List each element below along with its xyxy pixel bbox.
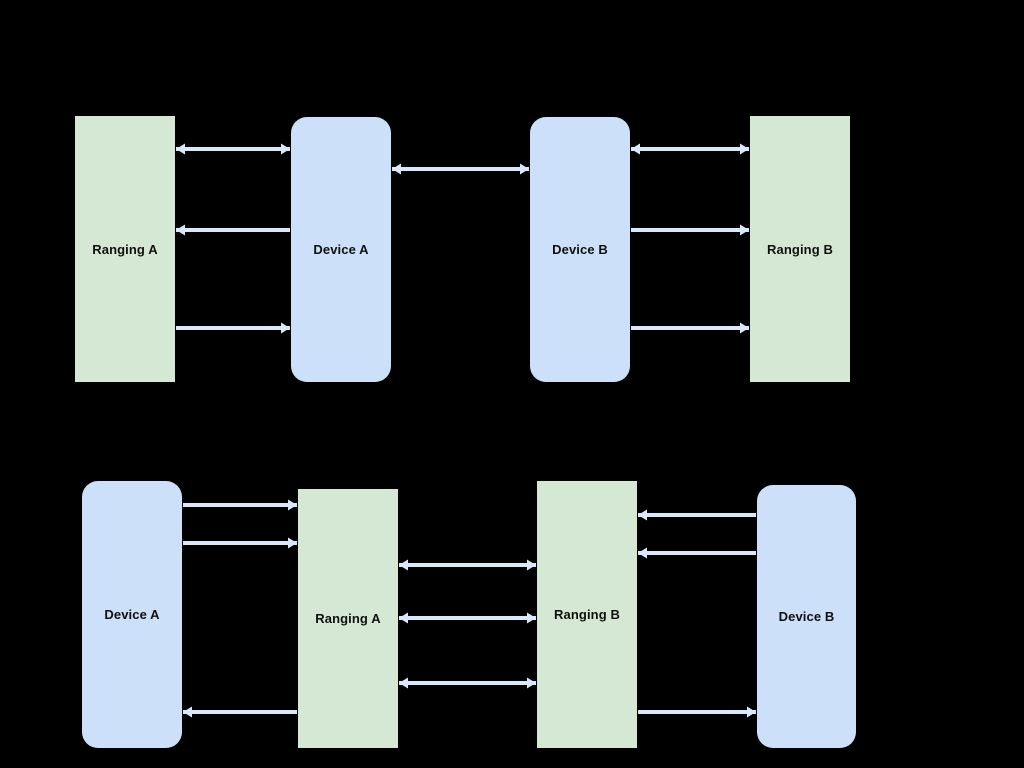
node-label-bot-device-a: Device A — [104, 607, 160, 622]
edge-device-a-device-b[interactable] — [392, 163, 529, 175]
node-label-bot-ranging-b: Ranging B — [554, 607, 620, 622]
node-bot-device-a[interactable]: Device A — [82, 481, 182, 748]
node-bot-ranging-a[interactable]: Ranging A — [298, 489, 398, 748]
node-label-bot-device-b: Device B — [778, 609, 835, 624]
node-top-ranging-a[interactable]: Ranging A — [75, 116, 175, 382]
edge-device-b-ranging-b-1[interactable] — [631, 143, 749, 155]
edge-ranging-a-device-a-3[interactable] — [183, 706, 297, 718]
edge-device-b-ranging-b-3[interactable] — [631, 322, 749, 334]
node-bot-ranging-b[interactable]: Ranging B — [537, 481, 637, 748]
edge-device-a-ranging-a-2[interactable] — [176, 224, 290, 236]
edge-ranging-a-device-a-3[interactable] — [176, 322, 290, 334]
node-label-top-device-b: Device B — [552, 242, 608, 257]
edge-ranging-a-ranging-b-1[interactable] — [399, 559, 536, 571]
edge-device-b-ranging-b-1[interactable] — [638, 509, 756, 521]
node-top-ranging-b[interactable]: Ranging B — [750, 116, 850, 382]
edge-ranging-b-device-b-3[interactable] — [638, 706, 756, 718]
node-label-bot-ranging-a: Ranging A — [315, 611, 381, 626]
edge-device-a-ranging-a-2[interactable] — [183, 537, 297, 549]
edge-ranging-a-ranging-b-3[interactable] — [399, 677, 536, 689]
node-top-device-b[interactable]: Device B — [530, 117, 630, 382]
node-top-device-a[interactable]: Device A — [291, 117, 391, 382]
edge-device-a-ranging-a-1[interactable] — [183, 499, 297, 511]
node-bot-device-b[interactable]: Device B — [757, 485, 856, 748]
node-label-top-ranging-a: Ranging A — [92, 241, 158, 257]
node-label-top-ranging-b: Ranging B — [767, 241, 833, 257]
edge-ranging-a-device-a-1[interactable] — [176, 143, 290, 155]
edge-device-b-ranging-b-2[interactable] — [638, 547, 756, 559]
edge-device-b-ranging-b-2[interactable] — [631, 224, 749, 236]
edge-ranging-a-ranging-b-2[interactable] — [399, 612, 536, 624]
node-label-top-device-a: Device A — [313, 242, 369, 257]
